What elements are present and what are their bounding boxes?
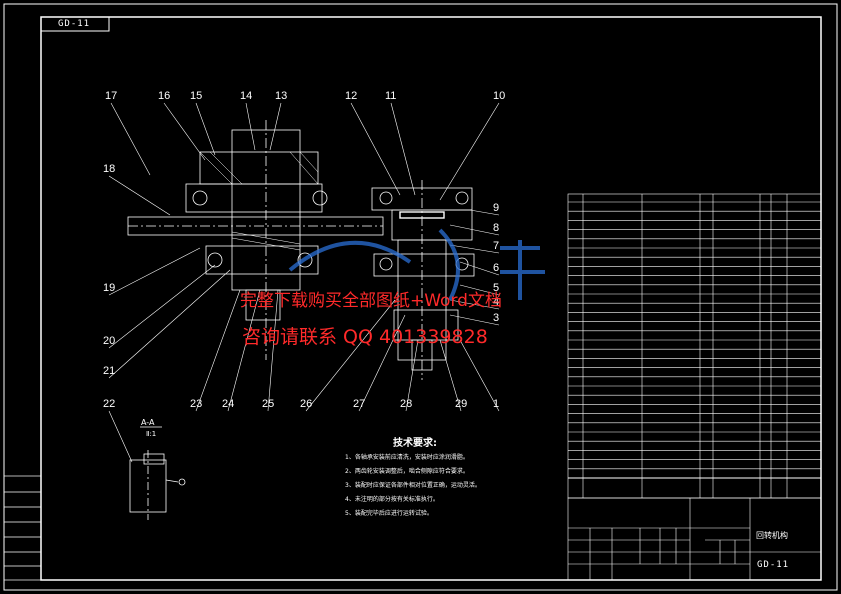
parts-list bbox=[567, 193, 822, 499]
callout-13: 13 bbox=[275, 90, 288, 102]
leader-20 bbox=[108, 264, 216, 349]
leader-26 bbox=[305, 299, 396, 412]
title-block-code: GD-11 bbox=[757, 560, 790, 570]
leader-18 bbox=[108, 175, 171, 216]
leader-3 bbox=[449, 314, 500, 326]
drawing-tag: GD-11 bbox=[58, 19, 91, 29]
callout-16: 16 bbox=[158, 90, 171, 102]
callout-15: 15 bbox=[190, 90, 203, 102]
assembly-left bbox=[127, 120, 384, 360]
leader-22 bbox=[108, 410, 133, 463]
section-view bbox=[129, 426, 186, 520]
leader-13 bbox=[269, 102, 282, 151]
leader-15 bbox=[195, 102, 216, 156]
callout-20: 20 bbox=[103, 335, 116, 347]
left-strip bbox=[3, 475, 42, 581]
callout-3: 3 bbox=[493, 312, 500, 324]
title-block-name: 回转机构 bbox=[756, 531, 788, 540]
section-scale: Ⅱ:1 bbox=[146, 430, 157, 438]
callout-11: 11 bbox=[385, 90, 397, 102]
leader-27 bbox=[358, 314, 406, 412]
callout-18: 18 bbox=[103, 163, 116, 175]
callout-14: 14 bbox=[240, 90, 253, 102]
callout-27: 27 bbox=[353, 398, 366, 410]
callout-17: 17 bbox=[105, 90, 118, 102]
leader-lines bbox=[108, 102, 500, 463]
leader-9 bbox=[469, 209, 500, 216]
leader-19 bbox=[108, 247, 201, 296]
leader-10 bbox=[439, 102, 500, 201]
callout-28: 28 bbox=[400, 398, 413, 410]
callout-7: 7 bbox=[493, 240, 500, 252]
leader-12 bbox=[350, 102, 401, 196]
callout-24: 24 bbox=[222, 398, 235, 410]
title-block bbox=[567, 497, 822, 581]
leader-17 bbox=[110, 102, 151, 176]
callout-4: 4 bbox=[493, 296, 500, 308]
note-5: 5、装配完毕后应进行运转试验。 bbox=[345, 510, 433, 517]
note-4: 4、未注明的部分按有关标准执行。 bbox=[345, 496, 439, 503]
note-2: 2、两齿轮安装调整后，啮合侧隙应符合要求。 bbox=[345, 468, 469, 475]
callout-1: 1 bbox=[493, 398, 500, 410]
section-label: A-A bbox=[141, 418, 155, 427]
callout-8: 8 bbox=[493, 222, 500, 234]
leader-24 bbox=[227, 289, 261, 412]
callout-29: 29 bbox=[455, 398, 468, 410]
site-logo bbox=[288, 228, 545, 301]
leader-21 bbox=[108, 269, 231, 379]
leader-14 bbox=[245, 102, 256, 151]
leader-28 bbox=[405, 339, 419, 412]
leader-11 bbox=[390, 102, 416, 196]
leader-4 bbox=[449, 299, 500, 310]
leader-16 bbox=[163, 102, 206, 161]
leader-23 bbox=[195, 289, 241, 412]
callout-10: 10 bbox=[493, 90, 506, 102]
notes-title: 技术要求: bbox=[393, 438, 437, 449]
callout-12: 12 bbox=[345, 90, 358, 102]
leader-5 bbox=[459, 284, 500, 296]
assembly-right bbox=[371, 180, 475, 380]
note-1: 1、各轴承安装前应清洗，安装时应涂润滑脂。 bbox=[345, 454, 469, 461]
leader-7 bbox=[449, 244, 500, 254]
leader-8 bbox=[449, 224, 500, 236]
watermark-line-1: 完整下载购买全部图纸+Word文档 bbox=[240, 291, 502, 311]
leader-29 bbox=[439, 339, 462, 412]
callout-26: 26 bbox=[300, 398, 313, 410]
leader-6 bbox=[459, 261, 500, 276]
outer-frame bbox=[3, 3, 838, 591]
callout-22: 22 bbox=[103, 398, 116, 410]
leader-1 bbox=[459, 339, 500, 412]
watermark-line-2: 咨询请联系 QQ 401339828 bbox=[242, 326, 488, 348]
callout-21: 21 bbox=[103, 365, 116, 377]
callout-19: 19 bbox=[103, 282, 116, 294]
callout-5: 5 bbox=[493, 282, 500, 294]
leader-25 bbox=[267, 289, 279, 412]
callout-6: 6 bbox=[493, 262, 500, 274]
callout-23: 23 bbox=[190, 398, 203, 410]
callout-25: 25 bbox=[262, 398, 275, 410]
drawing-tag-box bbox=[40, 16, 110, 32]
note-3: 3、装配时应保证各部件相对位置正确，运动灵活。 bbox=[345, 482, 481, 489]
callout-9: 9 bbox=[493, 202, 500, 214]
